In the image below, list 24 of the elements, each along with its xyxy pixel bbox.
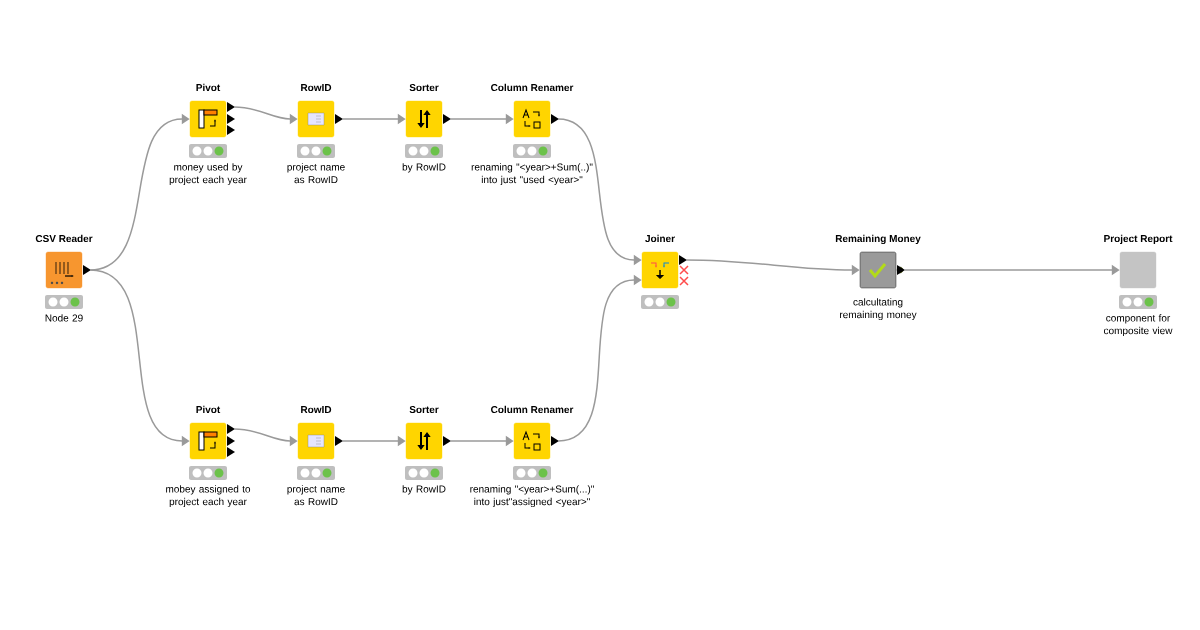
node-title: Pivot bbox=[196, 83, 221, 92]
node-description: project name as RowID bbox=[287, 163, 345, 184]
node-description: money used by project each year bbox=[169, 163, 247, 186]
node-title: Column Renamer bbox=[491, 83, 574, 92]
node-title: Remaining Money bbox=[835, 234, 921, 245]
node-title: Column Renamer bbox=[491, 405, 574, 414]
node-description: by RowID bbox=[402, 163, 446, 173]
node-description: renaming "<year>+Sum(...)" into just"assigned <year>" bbox=[470, 485, 594, 508]
node-title: CSV Reader bbox=[35, 234, 93, 243]
node-description: component for composite view bbox=[1104, 314, 1173, 337]
node-description: calcultating remaining money bbox=[840, 298, 917, 321]
node-title: Project Report bbox=[1104, 234, 1173, 245]
node-title: Joiner bbox=[645, 234, 675, 243]
node-description: mobey assigned to project each year bbox=[166, 485, 251, 508]
node-description: by RowID bbox=[402, 485, 446, 495]
node-title: Sorter bbox=[409, 406, 439, 414]
node-title: Sorter bbox=[409, 84, 439, 92]
node-description: renaming "<year>+Sum(..)" into just "used <year>" bbox=[471, 163, 593, 186]
node-description: Node 29 bbox=[45, 314, 83, 322]
node-title: RowID bbox=[301, 84, 332, 92]
node-title: RowID bbox=[301, 406, 332, 414]
connector bbox=[557, 274, 642, 442]
node-title: Pivot bbox=[196, 405, 221, 414]
node-description: project name as RowID bbox=[287, 485, 345, 506]
